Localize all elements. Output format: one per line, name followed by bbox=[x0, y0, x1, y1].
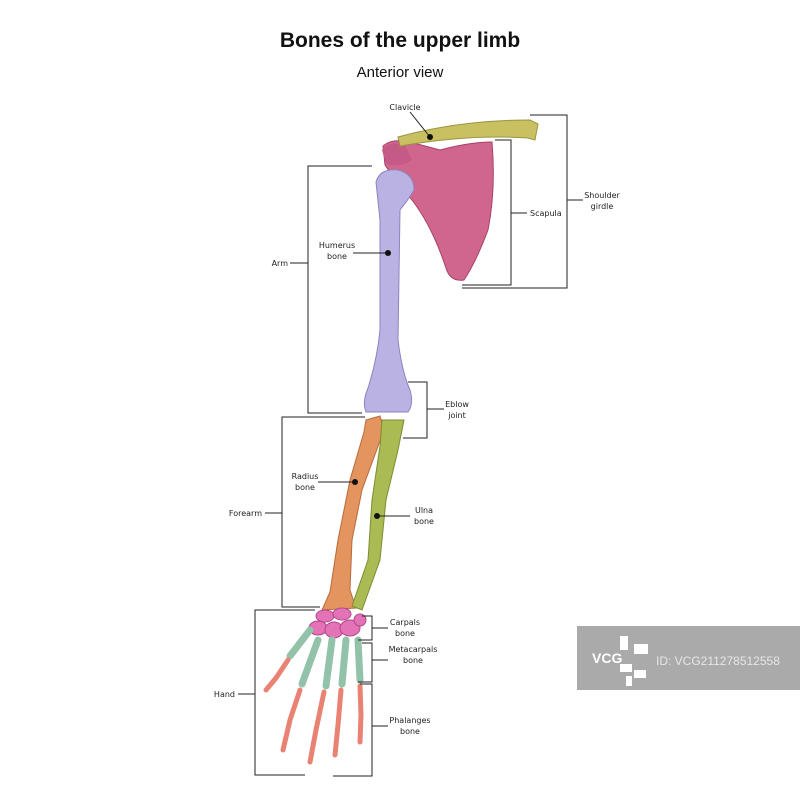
label-radius-line1: Radius bbox=[292, 472, 319, 481]
watermark: VCG ID: VCG211278512558 bbox=[577, 626, 800, 690]
bones bbox=[263, 119, 539, 765]
label-scapula: Scapula bbox=[530, 209, 562, 218]
label-phalanges-line2: bone bbox=[400, 727, 420, 736]
label-radius-line2: bone bbox=[295, 483, 315, 492]
humerus-bone bbox=[363, 169, 415, 413]
vcg-logo-icon bbox=[620, 636, 648, 686]
watermark-logo: VCG bbox=[592, 650, 622, 666]
label-shoulder-line2: girdle bbox=[591, 202, 614, 211]
metacarpals-bones bbox=[286, 626, 364, 690]
clavicle-bone bbox=[397, 119, 539, 147]
label-shoulder-line1: Shoulder bbox=[584, 191, 620, 200]
label-hand: Hand bbox=[214, 690, 235, 699]
watermark-id: ID: VCG211278512558 bbox=[656, 654, 780, 668]
label-arm: Arm bbox=[272, 259, 289, 268]
label-phalanges-line1: Phalanges bbox=[389, 716, 430, 725]
label-humerus-line1: Humerus bbox=[319, 241, 355, 250]
label-carpals-line1: Carpals bbox=[390, 618, 420, 627]
label-metacarpals-line1: Metacarpals bbox=[389, 645, 438, 654]
label-elbow-line1: Eblow bbox=[445, 400, 469, 409]
subtitle: Anterior view bbox=[357, 64, 444, 81]
label-metacarpals-line2: bone bbox=[403, 656, 423, 665]
scapula-bone bbox=[382, 140, 494, 281]
carpals-bones bbox=[308, 607, 367, 639]
label-humerus-line2: bone bbox=[327, 252, 347, 261]
label-carpals-line2: bone bbox=[395, 629, 415, 638]
title: Bones of the upper limb bbox=[280, 29, 520, 52]
annotation-lines bbox=[238, 111, 583, 777]
label-clavicle: Clavicle bbox=[389, 103, 420, 112]
phalanges-bones bbox=[263, 657, 364, 765]
label-elbow-line2: joint bbox=[447, 411, 466, 420]
label-ulna-line2: bone bbox=[414, 517, 434, 526]
label-forearm: Forearm bbox=[229, 509, 262, 518]
acromion bbox=[382, 143, 412, 166]
label-ulna-line1: Ulna bbox=[415, 506, 433, 515]
